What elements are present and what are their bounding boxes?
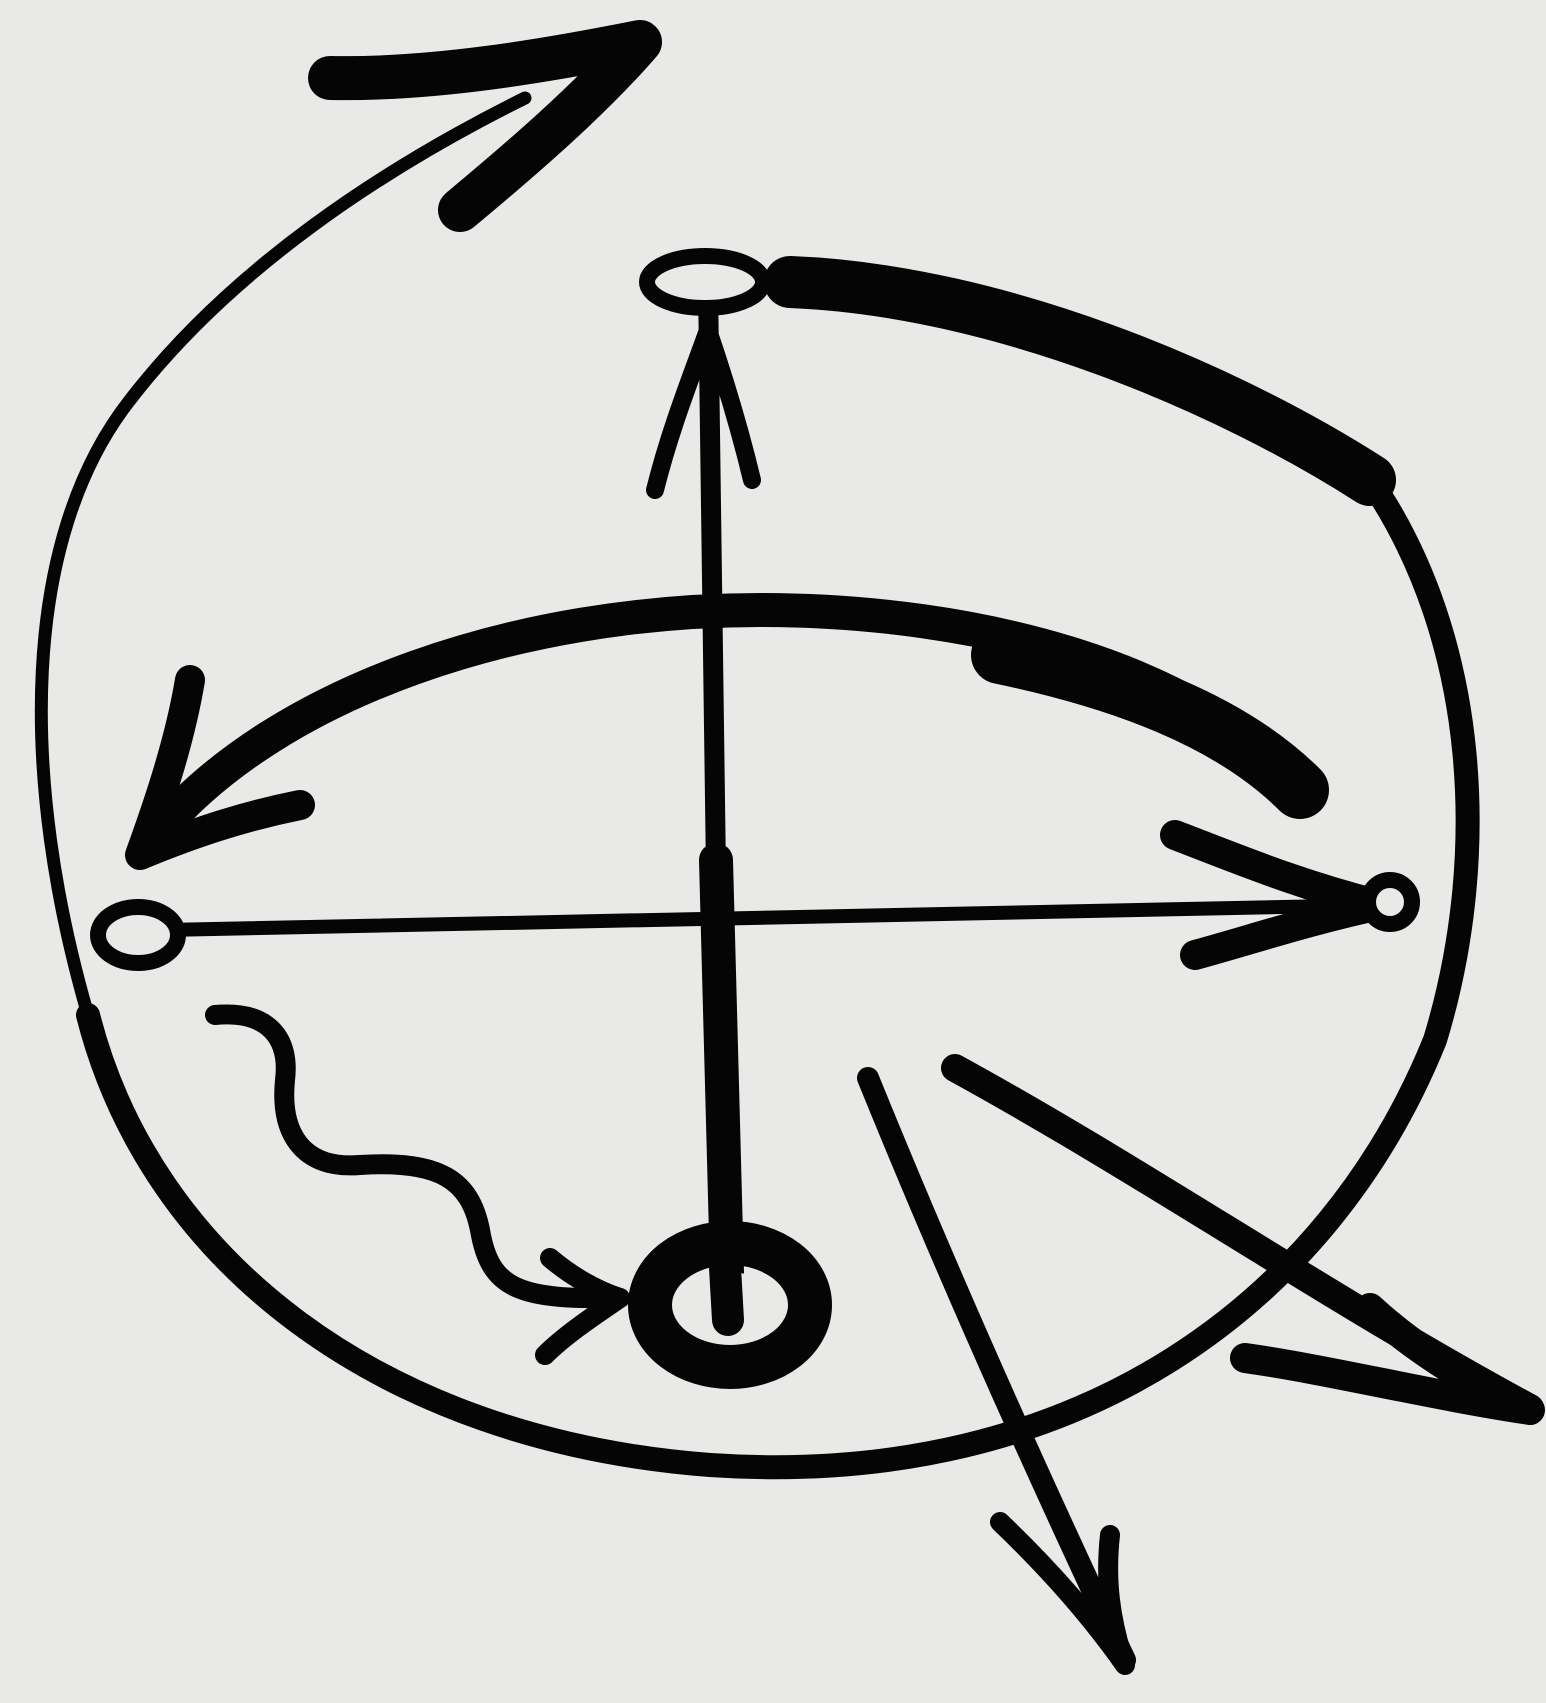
top-right-thick-arc — [790, 282, 1370, 480]
top-node-ring — [647, 256, 763, 308]
middle-ellipse-arc-thick — [1000, 655, 1300, 790]
diagonal-arrow-steep — [868, 1078, 1125, 1660]
outer-left-curve — [41, 98, 525, 1015]
diagonal-arrow-shallow-head-icon — [1245, 1308, 1530, 1410]
right-node-ring — [1368, 880, 1412, 924]
left-node-ring — [98, 907, 178, 963]
outer-circle-lower — [88, 480, 1468, 1467]
bottom-node-stem — [724, 1250, 728, 1320]
axis-right-arrowhead-icon — [1175, 835, 1380, 955]
horizontal-axis — [165, 905, 1380, 930]
top-right-arc-taper — [765, 282, 870, 285]
